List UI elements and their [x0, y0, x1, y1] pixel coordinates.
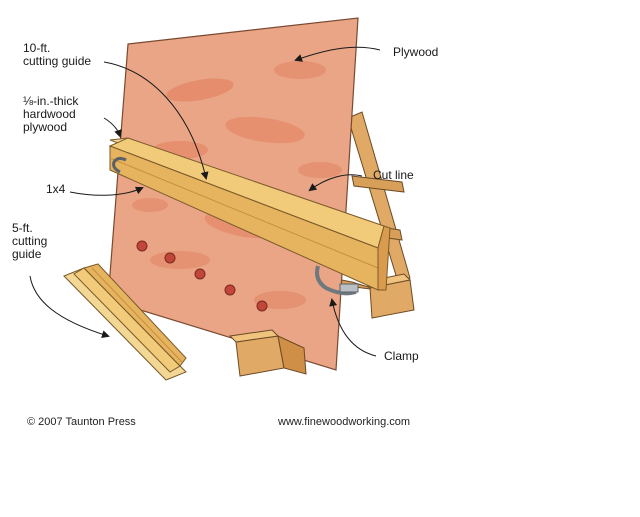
cutting-guide-5ft: [63, 263, 187, 381]
clamp-left: [112, 156, 127, 174]
label-hardwood-plywood: ⅛-in.-thick hardwood plywood: [23, 95, 78, 134]
front-base-block: [228, 329, 307, 377]
label-1x4: 1x4: [46, 183, 65, 196]
clamp-right: [315, 265, 359, 296]
label-clamp-text: Clamp: [384, 349, 419, 363]
leader-cut-line: [308, 174, 363, 192]
bolt-heads: [136, 240, 268, 312]
label-10ft-line2: cutting guide: [23, 54, 92, 68]
label-1x4-text: 1x4: [46, 182, 66, 196]
label-5ft-line1: 5-ft.: [12, 221, 33, 235]
label-cut-line-text: Cut line: [373, 168, 414, 182]
leader-lines: [29, 46, 381, 357]
leader-plywood: [294, 46, 381, 62]
label-10ft-line1: 10-ft.: [23, 41, 51, 55]
leader-10ft-guide: [103, 61, 209, 180]
source-url: www.finewoodworking.com: [278, 416, 411, 428]
leader-1x4: [69, 186, 144, 196]
leader-clamp: [329, 298, 377, 357]
label-5ft-line3: guide: [12, 247, 42, 261]
leader-5ft-guide: [29, 275, 110, 339]
label-5ft-line2: cutting: [12, 234, 48, 248]
label-plywood: Plywood: [393, 46, 438, 59]
label-hardwood-line2: hardwood: [23, 107, 76, 121]
label-10ft-cutting-guide: 10-ft. cutting guide: [23, 42, 91, 68]
leader-hardwood-plywood: [103, 117, 122, 138]
label-5ft-cutting-guide: 5-ft. cutting guide: [12, 222, 47, 261]
label-hardwood-line1: ⅛-in.-thick: [23, 94, 79, 108]
label-clamp: Clamp: [384, 350, 419, 363]
cutting-guide-10ft: [108, 137, 391, 291]
label-hardwood-line3: plywood: [23, 120, 68, 134]
label-plywood-text: Plywood: [393, 45, 439, 59]
label-cut-line: Cut line: [373, 169, 414, 182]
copyright-notice: © 2007 Taunton Press: [27, 416, 136, 428]
